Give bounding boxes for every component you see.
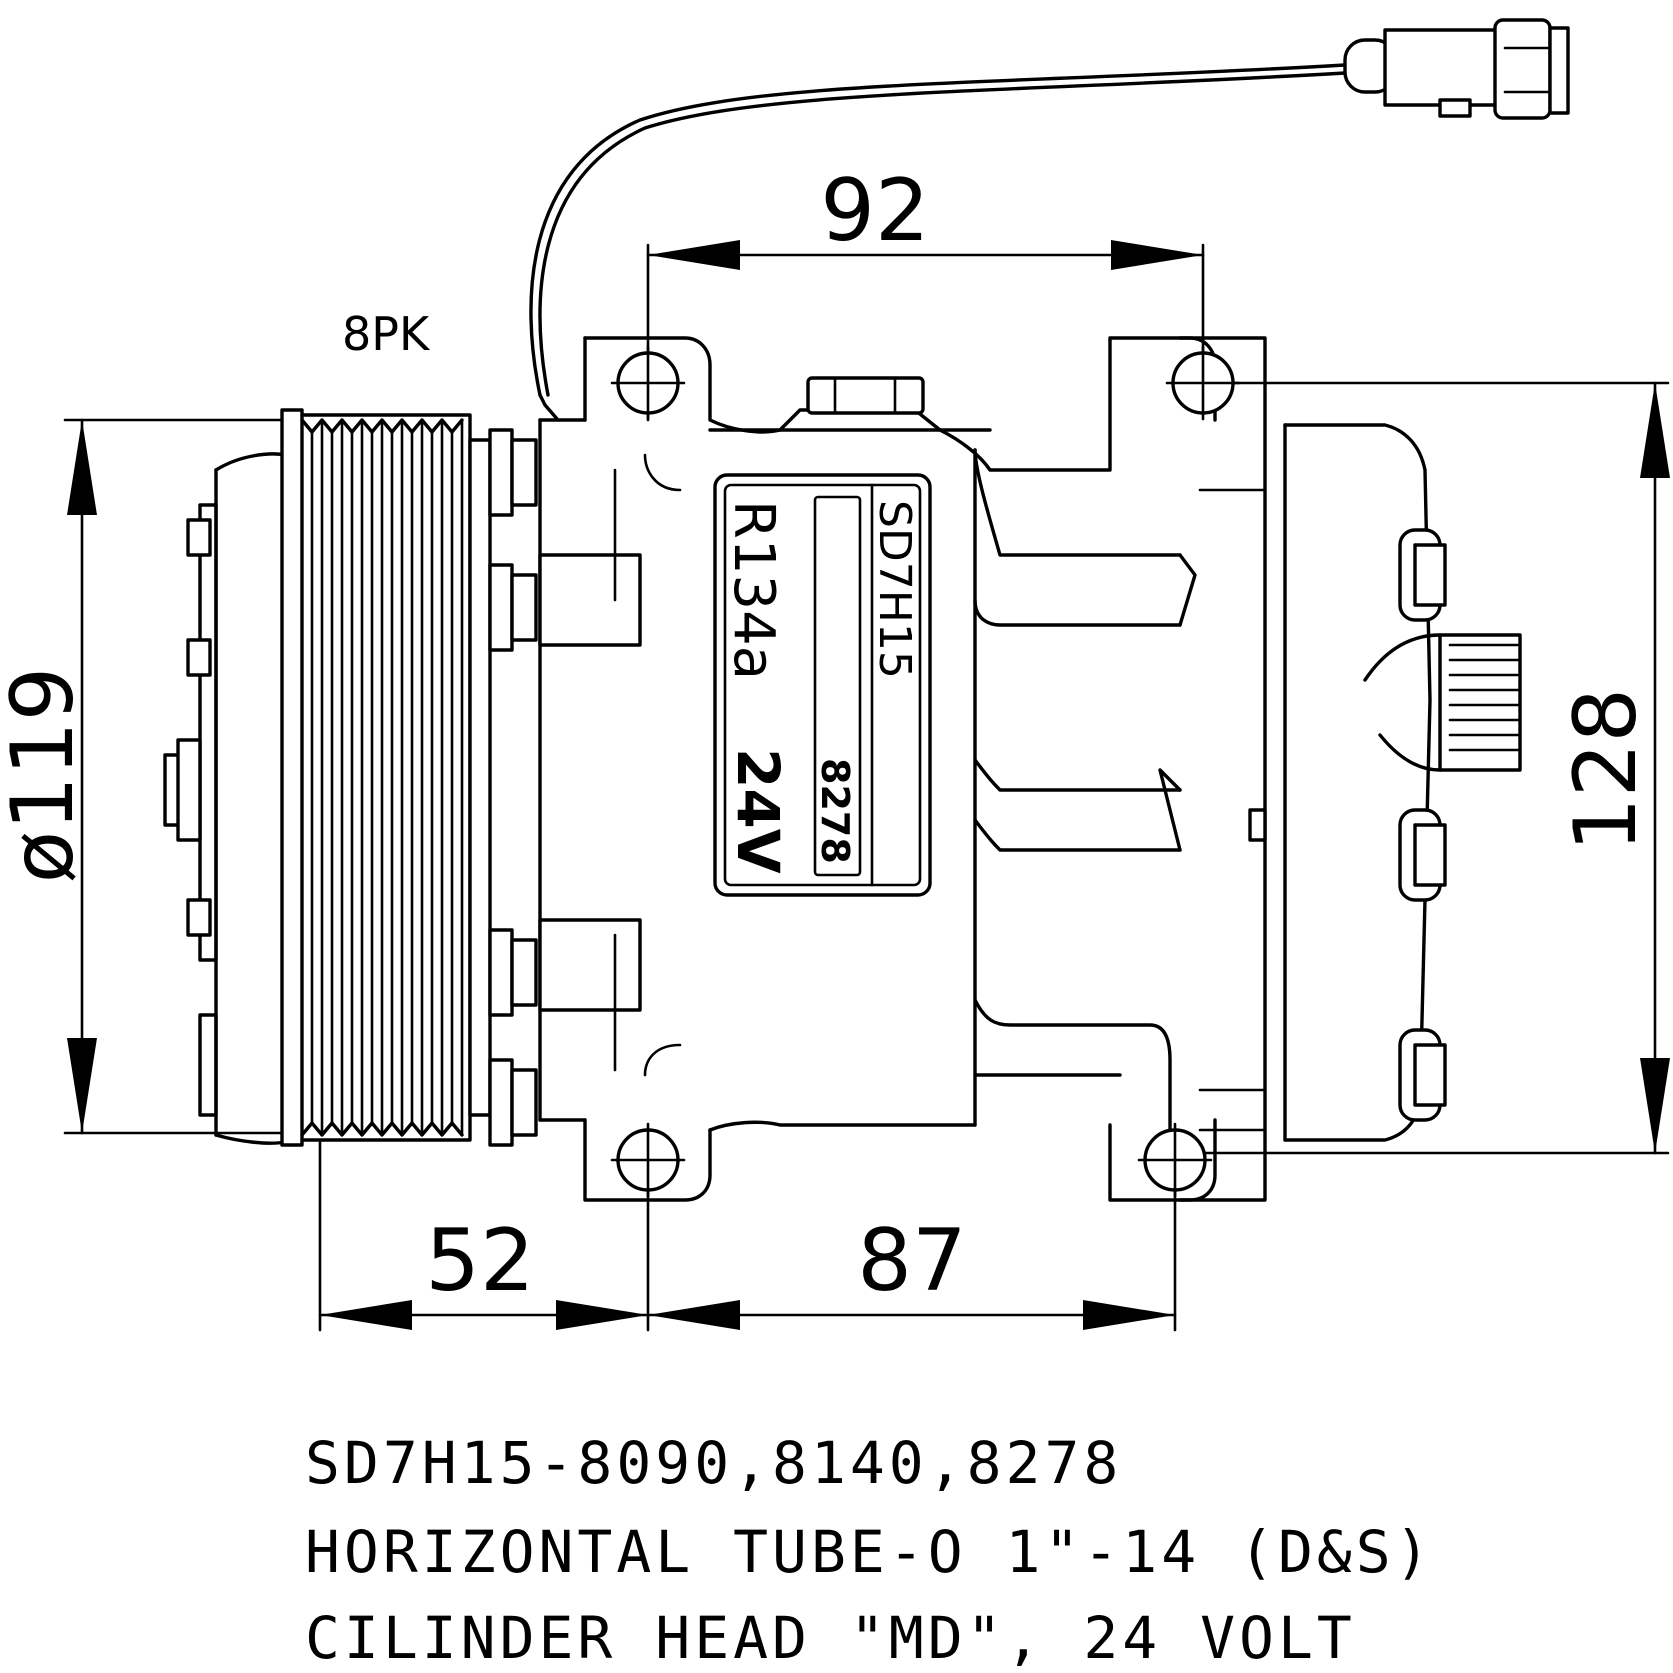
plate-refrigerant: R134a	[721, 500, 786, 680]
note-line-2: HORIZONTAL TUBE-O 1"-14 (D&S)	[305, 1518, 1434, 1586]
dimension-right-label: 128	[1556, 688, 1656, 852]
plate-voltage: 24V	[724, 748, 792, 874]
dimension-top: 92	[646, 161, 1205, 422]
dimension-bottom-right-label: 87	[857, 1211, 966, 1311]
plate-number: 8278	[813, 758, 857, 864]
wire-connector	[529, 18, 1570, 422]
front-bolts	[488, 428, 538, 1147]
mounting-holes	[610, 345, 1241, 1198]
notes: SD7H15-8090,8140,8278 HORIZONTAL TUBE-O …	[305, 1429, 1434, 1672]
front-housing	[538, 418, 642, 1122]
dimension-right: 128	[1203, 381, 1670, 1155]
nameplate: SD7H15 R134a 24V 8278	[713, 473, 932, 897]
plate-model: SD7H15	[869, 500, 920, 679]
clutch-pulley	[163, 408, 492, 1147]
pulley-label: 8PK	[342, 307, 431, 361]
dimension-bottom-left-label: 52	[425, 1211, 534, 1311]
dimension-left-label: ø119	[0, 667, 93, 884]
dimension-left: ø119	[0, 418, 292, 1135]
dimension-top-label: 92	[820, 161, 929, 261]
note-line-3: CILINDER HEAD "MD", 24 VOLT	[305, 1604, 1356, 1672]
rear-head	[1283, 423, 1522, 1142]
compressor-body	[583, 336, 1267, 1202]
dimension-bottom: 52 87	[318, 1138, 1177, 1332]
note-line-1: SD7H15-8090,8140,8278	[305, 1429, 1122, 1497]
